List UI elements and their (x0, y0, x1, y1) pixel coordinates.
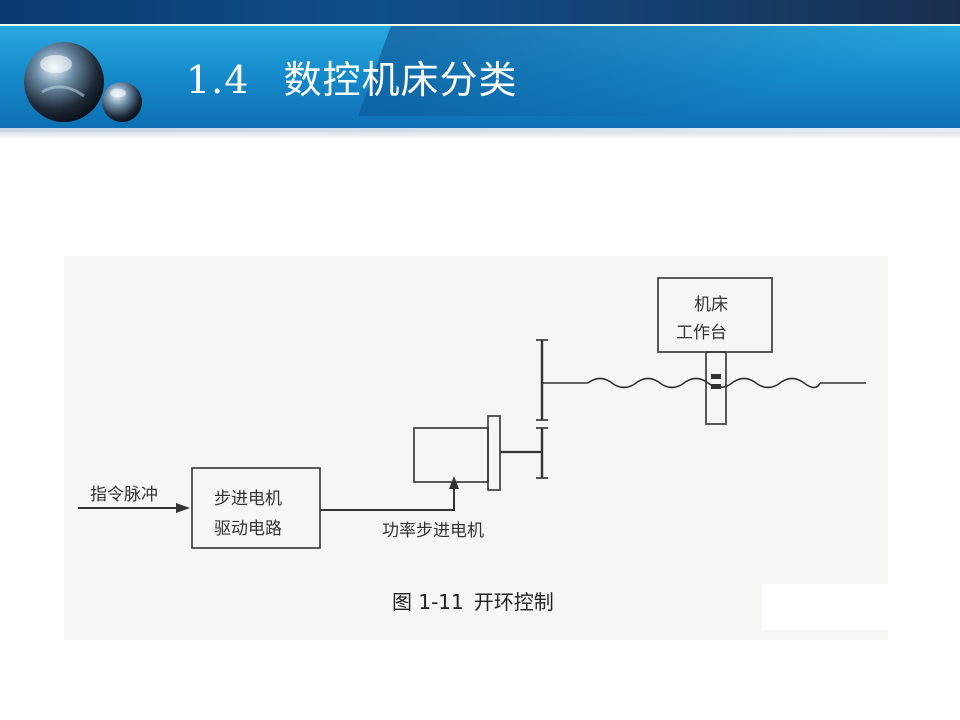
banner-divider (0, 128, 960, 132)
top-decor-strip (0, 0, 960, 24)
lead-screw-thread (587, 377, 821, 389)
driver-box-line2: 驱动电路 (214, 519, 282, 539)
table-box (657, 277, 773, 353)
input-pulse-label: 指令脉冲 (90, 485, 158, 505)
figure-panel (64, 256, 888, 640)
motor-body (413, 427, 489, 483)
globe-orb-small-icon (102, 82, 142, 122)
input-arrowhead (176, 503, 190, 513)
white-patch (762, 584, 888, 630)
slide-title: 1.4 数控机床分类 (186, 52, 517, 108)
motor-flange (487, 415, 501, 491)
driver-box-line1: 步进电机 (214, 489, 282, 509)
globe-orb-large-icon (24, 42, 104, 122)
driver-to-motor-line (320, 486, 455, 511)
figure-caption: 图 1-11 开环控制 (392, 586, 554, 615)
table-box-line1: 机床 (694, 295, 728, 315)
table-box-line2: 工作台 (676, 323, 727, 343)
driver-box (191, 467, 321, 549)
slide-title-number: 1.4 (186, 58, 250, 102)
banner-shadow (0, 132, 960, 140)
figure-title: 开环控制 (473, 590, 554, 614)
title-banner (0, 26, 960, 128)
slide-title-text: 数控机床分类 (283, 58, 518, 102)
motor-label: 功率步进电机 (382, 521, 484, 541)
figure-number: 图 1-11 (392, 590, 464, 614)
